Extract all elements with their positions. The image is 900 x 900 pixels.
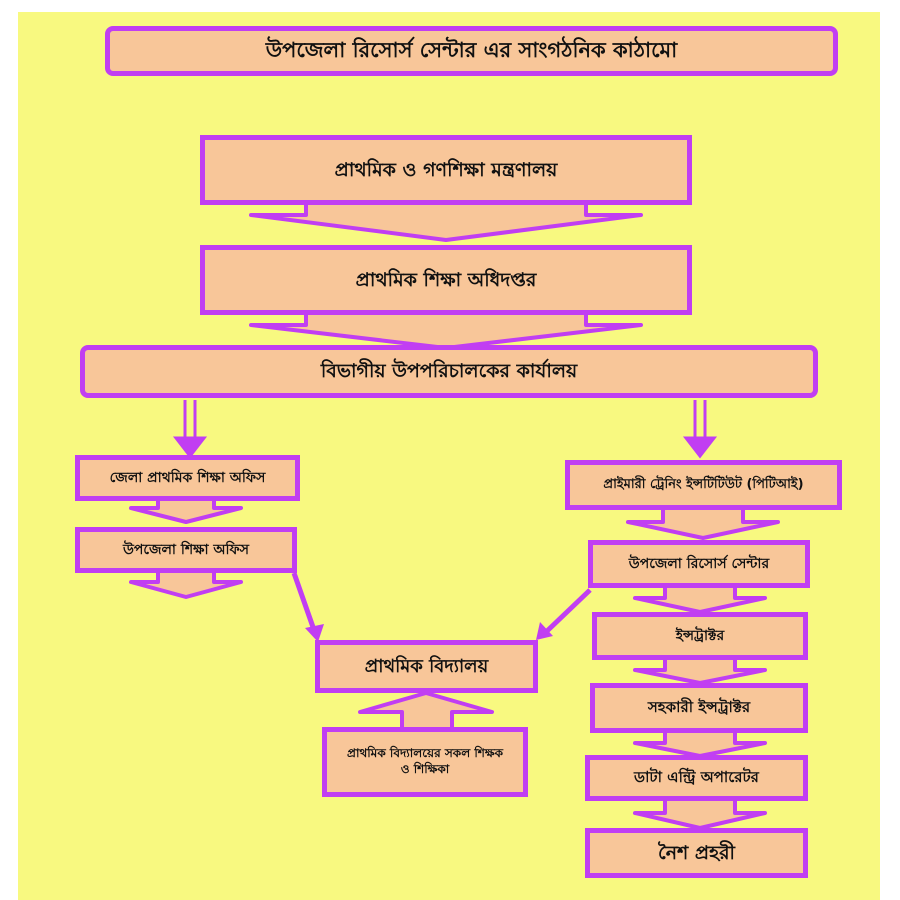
arrow-ministry-to-dpe [249, 198, 643, 242]
node-school: প্রাথমিক বিদ্যালয় [315, 640, 538, 693]
node-asst-instructor: সহকারী ইন্সট্রাক্টর [590, 683, 808, 733]
arrow-instructor-to-asst [633, 656, 767, 685]
node-divisional: বিভাগীয় উপপরিচালকের কার্যালয় [80, 345, 818, 398]
arrow-pti-to-urc [626, 506, 780, 540]
node-upazila-office: উপজেলা শিক্ষা অফিস [75, 527, 297, 573]
node-ministry: প্রাথমিক ও গণশিক্ষা মন্ত্রণালয় [200, 135, 692, 205]
node-data-entry: ডাটা এন্ট্রি অপারেটর [585, 755, 808, 801]
arrow-urc-to-school-head [536, 622, 553, 640]
arrow-divisional-to-district [172, 400, 208, 459]
arrow-upazila-to-school-head [305, 624, 324, 642]
arrow-urc-to-school-line [544, 588, 592, 634]
arrow-dpe-to-divisional [249, 308, 643, 350]
arrow-upazila-to-school-line [291, 572, 317, 631]
arrow-dataentry-to-guard [633, 797, 767, 830]
node-dpe: প্রাথমিক শিক্ষা অধিদপ্তর [200, 245, 692, 315]
arrow-divisional-to-pti [682, 400, 718, 459]
node-pti: প্রাইমারী ট্রেনিং ইন্সটিটিউট (পিটিআই) [565, 460, 842, 510]
arrow-teachers-to-school [358, 691, 494, 731]
node-urc: উপজেলা রিসোর্স সেন্টার [588, 540, 810, 588]
arrow-urc-to-instructor [633, 584, 767, 614]
arrow-upazila-down [129, 568, 243, 599]
arrow-district-to-upazila [129, 496, 243, 524]
node-instructor: ইন্সট্রাক্টর [592, 612, 808, 660]
chart-title: উপজেলা রিসোর্স সেন্টার এর সাংগঠনিক কাঠাম… [105, 26, 838, 76]
node-night-guard: নৈশ প্রহরী [585, 828, 808, 878]
node-district-office: জেলা প্রাথমিক শিক্ষা অফিস [75, 455, 300, 501]
arrow-asst-to-dataentry [633, 729, 767, 758]
node-teachers: প্রাথমিক বিদ্যালয়ের সকল শিক্ষক ও শিক্ষি… [322, 727, 528, 797]
